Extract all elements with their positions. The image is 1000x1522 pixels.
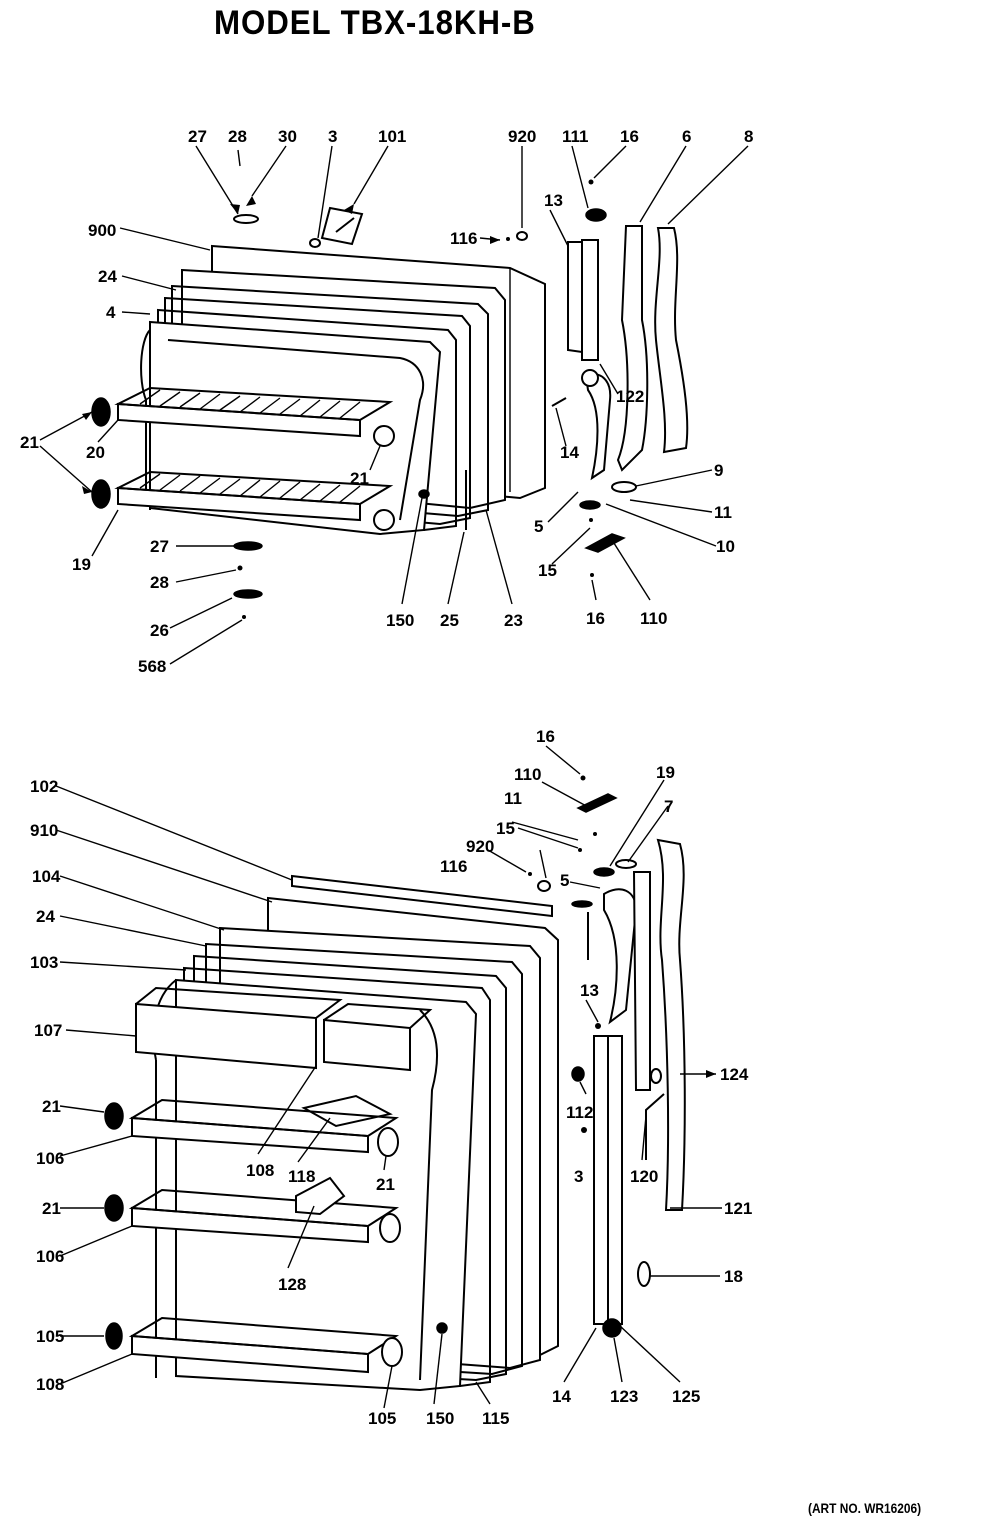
callout: 5 xyxy=(534,517,543,536)
callout: 18 xyxy=(724,1267,743,1286)
callout: 118 xyxy=(288,1167,315,1186)
callout: 16 xyxy=(620,127,639,146)
callout: 27 xyxy=(188,127,207,146)
callout: 105 xyxy=(368,1409,396,1428)
callout: 14 xyxy=(552,1387,571,1406)
model-title: MODEL TBX-18KH-B xyxy=(214,4,536,42)
callout: 21 xyxy=(42,1199,61,1218)
callout: 116 xyxy=(440,857,467,876)
callout: 116 xyxy=(450,229,477,248)
callout: 105 xyxy=(36,1327,64,1346)
callout: 115 xyxy=(482,1409,509,1428)
leader-arrowheads xyxy=(82,196,716,1078)
callout: 23 xyxy=(504,611,523,630)
callout: 108 xyxy=(246,1161,274,1180)
callout: 107 xyxy=(34,1021,62,1040)
callout: 920 xyxy=(508,127,536,146)
callout: 21 xyxy=(42,1097,61,1116)
callout: 26 xyxy=(150,621,169,640)
callout: 9 xyxy=(714,461,723,480)
callout: 5 xyxy=(560,871,569,890)
callout: 124 xyxy=(720,1065,749,1084)
callout: 11 xyxy=(714,503,732,522)
callout: 4 xyxy=(106,303,116,322)
callout-labels: 27 28 30 3 101 920 111 16 6 8 900 116 13… xyxy=(20,127,753,1428)
callout: 21 xyxy=(20,433,39,452)
callout: 101 xyxy=(378,127,406,146)
callout: 128 xyxy=(278,1275,306,1294)
callout: 15 xyxy=(496,819,515,838)
callout: 125 xyxy=(672,1387,700,1406)
callout: 21 xyxy=(350,469,369,488)
callout: 7 xyxy=(664,797,673,816)
callout: 112 xyxy=(566,1103,593,1122)
callout: 3 xyxy=(574,1167,583,1186)
callout: 24 xyxy=(36,907,55,926)
freezer-door-assembly xyxy=(91,179,689,619)
callout: 106 xyxy=(36,1247,64,1266)
callout: 8 xyxy=(744,127,753,146)
callout: 13 xyxy=(544,191,563,210)
callout: 3 xyxy=(328,127,337,146)
callout: 150 xyxy=(426,1409,454,1428)
callout: 103 xyxy=(30,953,58,972)
callout: 122 xyxy=(616,387,644,406)
callout: 27 xyxy=(150,537,169,556)
callout: 24 xyxy=(98,267,117,286)
callout: 19 xyxy=(656,763,675,782)
callout: 120 xyxy=(630,1167,658,1186)
callout: 110 xyxy=(514,765,541,784)
callout: 15 xyxy=(538,561,557,580)
callout: 19 xyxy=(72,555,91,574)
callout: 106 xyxy=(36,1149,64,1168)
callout: 28 xyxy=(228,127,247,146)
callout: 150 xyxy=(386,611,414,630)
callout: 111 xyxy=(562,127,589,146)
callout: 25 xyxy=(440,611,459,630)
callout: 16 xyxy=(536,727,555,746)
callout: 123 xyxy=(610,1387,638,1406)
callout: 11 xyxy=(504,789,522,808)
callout: 28 xyxy=(150,573,169,592)
callout: 910 xyxy=(30,821,58,840)
callout: 16 xyxy=(586,609,605,628)
art-number: (ART NO. WR16206) xyxy=(808,1500,922,1516)
callout: 20 xyxy=(86,443,105,462)
callout: 110 xyxy=(640,609,667,628)
callout: 104 xyxy=(32,867,61,886)
callout: 568 xyxy=(138,657,166,676)
callout: 108 xyxy=(36,1375,64,1394)
callout: 10 xyxy=(716,537,735,556)
callout: 30 xyxy=(278,127,297,146)
fresh-food-door-assembly xyxy=(104,775,686,1392)
callout: 13 xyxy=(580,981,599,1000)
callout: 102 xyxy=(30,777,58,796)
callout: 14 xyxy=(560,443,579,462)
callout: 920 xyxy=(466,837,494,856)
callout: 21 xyxy=(376,1175,395,1194)
callout: 121 xyxy=(724,1199,752,1218)
callout: 900 xyxy=(88,221,116,240)
callout: 6 xyxy=(682,127,691,146)
